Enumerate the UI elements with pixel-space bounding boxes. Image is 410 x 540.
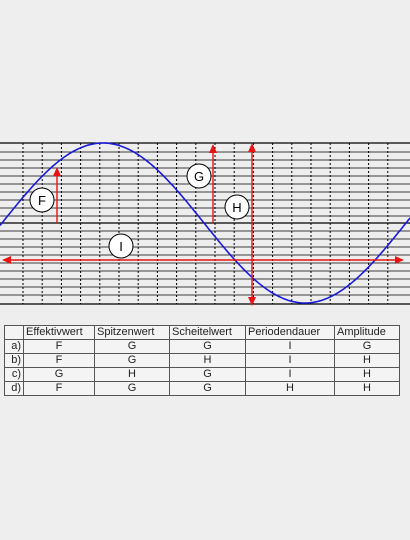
answer-table: Effektivwert Spitzenwert Scheitelwert Pe… (4, 325, 400, 396)
table-cell: I (245, 353, 335, 368)
table-cell: F (23, 381, 95, 396)
table-cell: G (94, 381, 170, 396)
table-row[interactable]: c) G H G I H (4, 367, 400, 382)
horizontal-grid-lines (0, 142, 410, 305)
table-corner-cell (4, 325, 24, 340)
arrow-f-head (53, 167, 61, 176)
row-label: c) (4, 367, 24, 382)
sine-curve (0, 142, 410, 304)
table-cell: F (23, 353, 95, 368)
column-header: Scheitelwert (169, 325, 246, 340)
marker-i-label: I (119, 239, 123, 254)
marker-h-label: H (232, 200, 241, 215)
column-header: Amplitude (334, 325, 400, 340)
column-header: Effektivwert (23, 325, 95, 340)
arrow-h-bottom-head (248, 297, 256, 306)
table-cell: G (334, 339, 400, 354)
table-cell: I (245, 339, 335, 354)
table-cell: H (334, 381, 400, 396)
table-cell: H (334, 367, 400, 382)
marker-g: G (186, 163, 212, 189)
table-cell: G (94, 339, 170, 354)
table-cell: G (169, 381, 246, 396)
measurement-arrows (2, 143, 404, 306)
arrow-h-top-head (248, 143, 256, 152)
table-cell: G (23, 367, 95, 382)
arrow-i-left-head (2, 256, 11, 264)
column-header: Spitzenwert (94, 325, 170, 340)
marker-h: H (224, 194, 250, 220)
sine-wave-diagram: F G H I (0, 142, 410, 306)
table-cell: G (169, 339, 246, 354)
table-cell: F (23, 339, 95, 354)
table-cell: G (169, 367, 246, 382)
arrow-g-head (209, 144, 217, 153)
table-cell: H (334, 353, 400, 368)
row-label: b) (4, 353, 24, 368)
column-header: Periodendauer (245, 325, 335, 340)
table-cell: G (94, 353, 170, 368)
marker-i: I (108, 233, 134, 259)
marker-g-label: G (194, 169, 204, 184)
table-cell: H (94, 367, 170, 382)
table-cell: H (169, 353, 246, 368)
table-row[interactable]: b) F G H I H (4, 353, 400, 368)
table-header-row: Effektivwert Spitzenwert Scheitelwert Pe… (4, 325, 400, 340)
table-row[interactable]: a) F G G I G (4, 339, 400, 354)
table-row[interactable]: d) F G G H H (4, 381, 400, 396)
table-cell: I (245, 367, 335, 382)
row-label: a) (4, 339, 24, 354)
arrow-i-right-head (395, 256, 404, 264)
table-cell: H (245, 381, 335, 396)
marker-f: F (29, 187, 55, 213)
marker-f-label: F (38, 193, 46, 208)
row-label: d) (4, 381, 24, 396)
